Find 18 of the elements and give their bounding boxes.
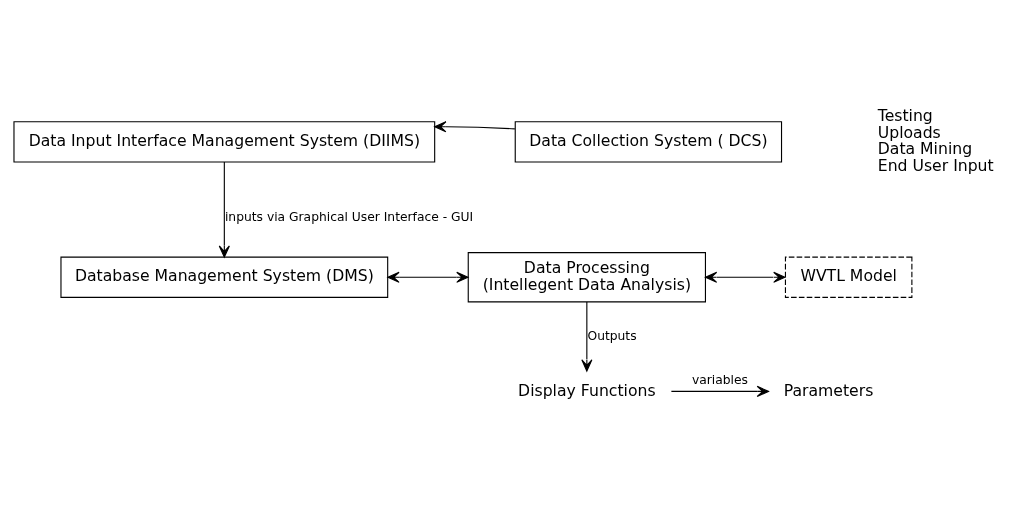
edge-label: inputs via Graphical User Interface - GUI [224,209,474,224]
node-box: Data Input Interface Management System (DIIMS) [13,120,436,163]
label: Uploads [877,122,941,142]
node-box: Database Management System (DMS) [60,256,389,298]
arrow [581,301,593,372]
arrow [387,271,469,283]
label: Testing [877,105,933,125]
node-text: Display Functions [518,380,656,400]
edge-label: Outputs [587,328,637,343]
node-box: WVTL Model [784,256,913,298]
arrow [434,120,516,132]
arrow [670,385,769,397]
node-box: Data Processing (Intellegent Data Analysis) [467,251,706,302]
edge-label: variables [691,372,748,387]
node-box: Data Collection System ( DCS) [514,120,783,163]
arrow [704,271,786,283]
node-text: Parameters [783,380,874,400]
arrow [218,161,230,258]
